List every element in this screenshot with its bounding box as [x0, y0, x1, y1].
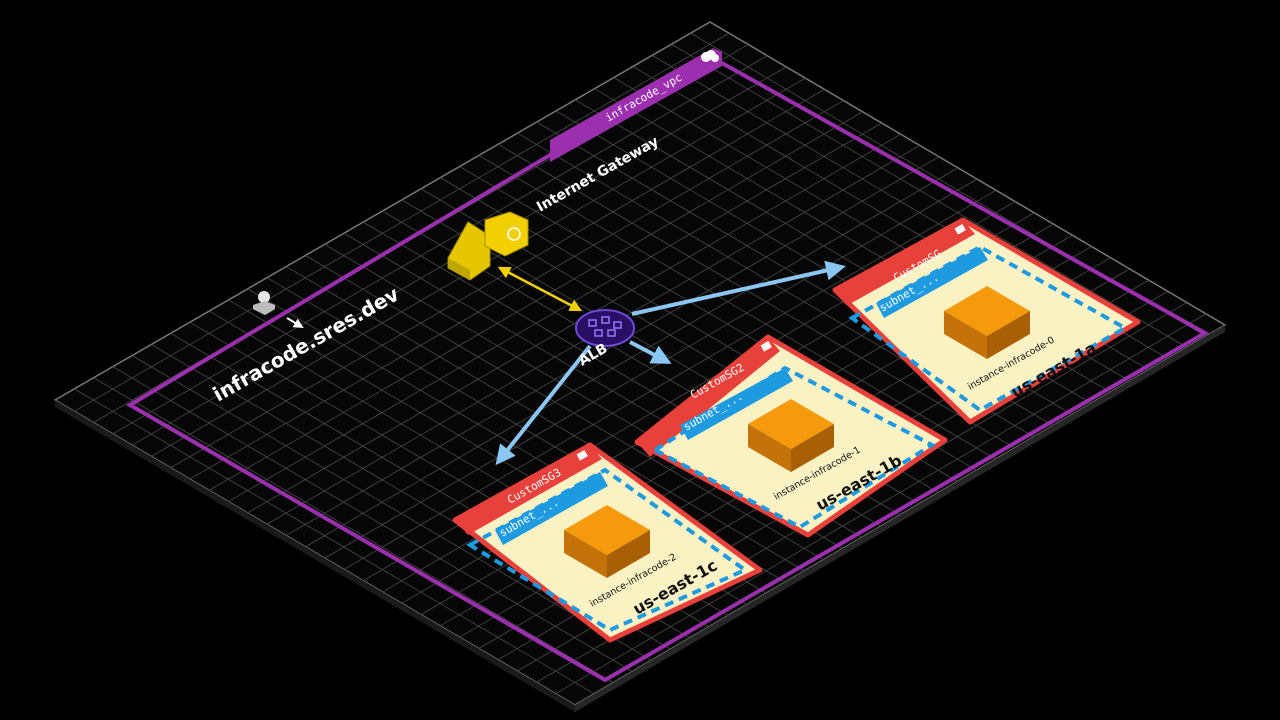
gateway-alb-link — [497, 266, 583, 312]
zone-us-east-1a: CustomSG subnet_... instance-infracode-0… — [832, 217, 1141, 425]
instance-icon — [564, 505, 650, 578]
instance-icon — [944, 286, 1030, 359]
alb-to-zone-b-arrow — [629, 340, 672, 364]
internet-gateway-icon — [447, 211, 529, 281]
lock-icon — [954, 224, 966, 235]
grid-line — [112, 55, 768, 435]
lock-icon — [576, 450, 588, 461]
grid-line — [74, 388, 595, 695]
grid-line — [112, 366, 633, 672]
grid-line — [247, 133, 901, 514]
lock-icon — [760, 341, 772, 352]
vpc-label-tab — [550, 48, 722, 162]
alb-icon — [575, 309, 635, 347]
grid-line — [305, 255, 824, 561]
grid-line — [324, 178, 978, 559]
alb-to-zone-c-arrow — [495, 344, 592, 466]
subnet-box — [466, 467, 750, 633]
grid-line — [305, 167, 959, 548]
grid-line — [285, 266, 805, 572]
grid-line — [671, 43, 1187, 348]
grid-line — [343, 189, 997, 570]
grid-line — [93, 377, 614, 683]
availability-zones: CustomSG subnet_... instance-infracode-0… — [452, 217, 1141, 643]
grid-line — [170, 88, 825, 469]
grid-line — [228, 122, 882, 503]
user-icon — [253, 291, 275, 315]
zone-us-east-1b: CustomSG2 subnet_... instance-infracode-… — [634, 334, 948, 538]
instance-icon — [748, 399, 834, 472]
user-arrow — [286, 317, 304, 329]
alb-to-zone-a-arrow — [631, 260, 846, 316]
grid-line — [555, 313, 1207, 695]
subnet-box — [651, 365, 937, 530]
cloud-icon — [701, 50, 719, 62]
grid-line — [497, 143, 1015, 449]
grid-line — [131, 355, 652, 661]
grid-line — [74, 32, 730, 412]
grid-line — [478, 155, 996, 460]
